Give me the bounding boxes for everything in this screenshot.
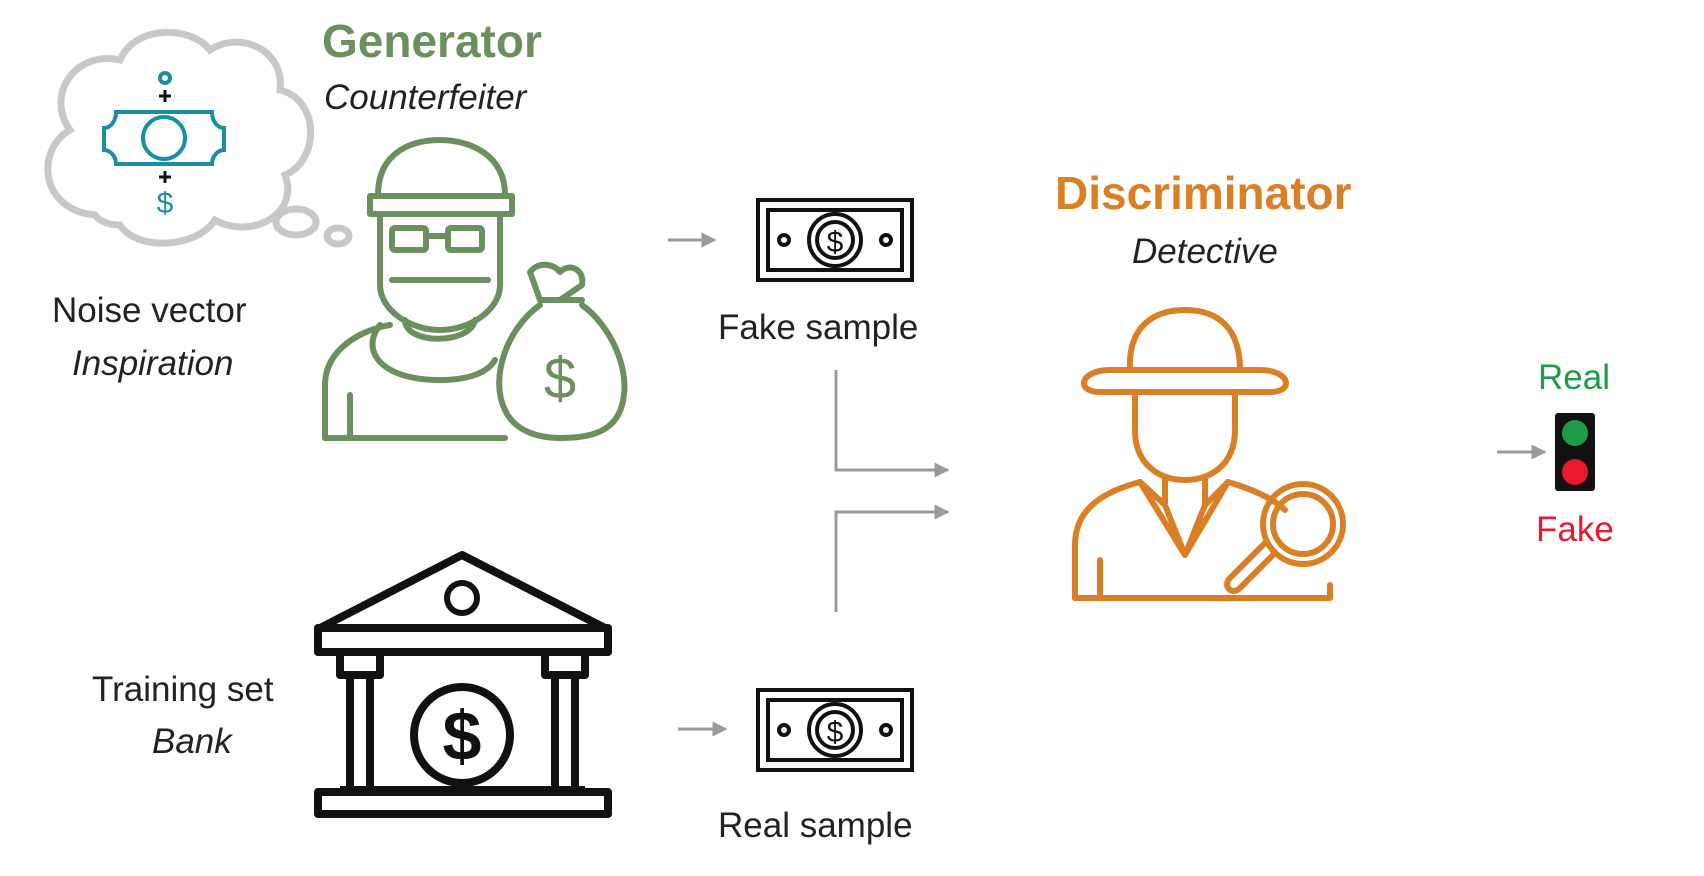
traffic-light-icon [1555,413,1595,491]
money-bag-icon: $ [496,261,628,441]
discriminator-subtitle: Detective [1132,232,1278,271]
svg-text:$: $ [827,226,844,259]
generator-title: Generator [322,15,542,67]
output-real-label: Real [1538,358,1610,397]
svg-text:$: $ [544,346,576,411]
generator-subtitle: Counterfeiter [324,78,527,117]
thief-icon [322,137,515,441]
noise-vector-icon: $ [102,71,226,220]
real-banknote-icon: $ [756,688,914,772]
svg-text:$: $ [443,697,482,775]
arrow-fake-to-discriminator [834,370,950,478]
svg-text:$: $ [827,716,844,749]
training-title: Training set [92,670,274,709]
output-fake-label: Fake [1536,510,1614,549]
bank-icon: $ [314,551,612,818]
fake-sample-label: Fake sample [718,308,919,347]
fake-banknote-icon: $ [756,198,914,282]
noise-subtitle: Inspiration [72,344,234,383]
thought-cloud-icon [44,28,353,248]
discriminator-title: Discriminator [1055,167,1352,219]
svg-text:$: $ [157,187,174,220]
real-sample-label: Real sample [718,806,913,845]
detective-icon [1072,307,1346,601]
noise-title: Noise vector [52,291,247,330]
flow-arrows [668,232,1547,737]
training-subtitle: Bank [152,722,232,761]
arrow-real-to-discriminator [834,504,950,612]
